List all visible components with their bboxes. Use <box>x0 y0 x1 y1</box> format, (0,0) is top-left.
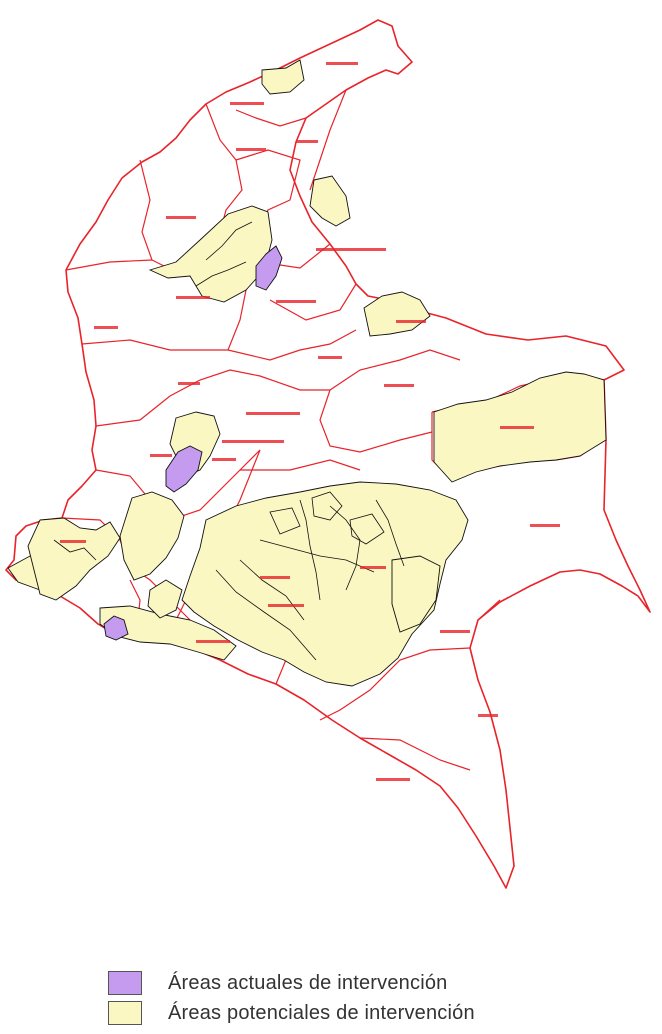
legend-item-current: Áreas actuales de intervención <box>108 968 628 998</box>
legend-swatch-current <box>108 971 142 995</box>
legend-item-potential: Áreas potenciales de intervención <box>108 998 628 1028</box>
legend-label-potential: Áreas potenciales de intervención <box>168 1001 475 1024</box>
legend-label-current: Áreas actuales de intervención <box>168 971 448 994</box>
potential-area-valle <box>119 491 185 581</box>
current-area-narino-putumayo <box>103 615 129 641</box>
potential-area-cesar <box>309 175 351 227</box>
department-label-marks <box>60 62 560 781</box>
potential-area-arauca <box>363 291 431 337</box>
country-outline <box>5 19 651 889</box>
municipality-outlines <box>53 221 405 661</box>
potential-area-huila <box>147 579 183 619</box>
potential-area-guajira <box>261 59 305 95</box>
current-area-tolima-cundinamarca <box>165 445 203 493</box>
colombia-map <box>5 19 651 889</box>
legend-swatch-potential <box>108 1001 142 1025</box>
potential-area-caqueta-inner <box>391 555 441 633</box>
current-area-antioquia-santander <box>255 245 283 291</box>
potential-area-meta-guaviare <box>181 481 469 687</box>
potential-area-cauca <box>27 517 121 601</box>
current-areas <box>103 245 283 641</box>
map-legend: Áreas actuales de intervención Áreas pot… <box>108 968 628 1030</box>
